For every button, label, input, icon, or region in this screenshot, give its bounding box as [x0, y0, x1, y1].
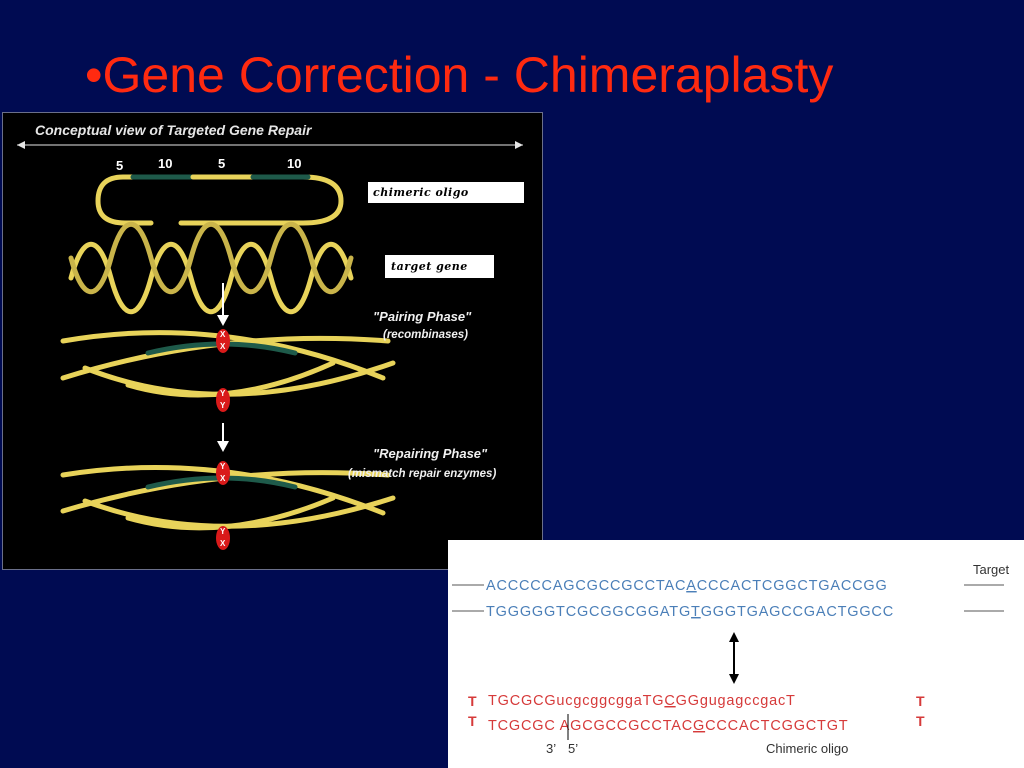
pairing-phase-sub: (recombinases) — [383, 329, 468, 341]
sequence-figure: Target ACCCCCAGCGCCGCCTACACCCACTCGGCTGAC… — [448, 540, 1024, 768]
segment-number-2: 10 — [158, 156, 172, 171]
oligo-top-strand: TGCGCGucgcggcggaTGCGGgugagccgacT — [488, 693, 796, 709]
pairing-phase-label: "Pairing Phase" — [373, 309, 472, 324]
marker-xx-1: X X — [216, 329, 230, 353]
hairpin-t-left-top: T — [468, 693, 477, 709]
svg-text:Y: Y — [220, 527, 226, 536]
slide-title: •Gene Correction - Chimeraplasty — [85, 47, 834, 103]
svg-text:X: X — [220, 474, 226, 483]
label-box-target — [385, 255, 494, 278]
svg-text:X: X — [220, 330, 226, 339]
marker-yx-2: Y X — [216, 461, 230, 485]
label-chimeric-oligo: chimeric oligo — [373, 186, 469, 199]
repairing-phase-label: "Repairing Phase" — [373, 446, 488, 461]
marker-yy-1: Y Y — [216, 388, 230, 412]
span-arrow — [17, 141, 523, 149]
arrow-down-1 — [217, 283, 229, 326]
figure-heading: Conceptual view of Targeted Gene Repair — [35, 122, 313, 138]
target-gene-helix — [68, 222, 354, 314]
target-bottom-strand: TGGGGGTCGCGGCGGATGTGGGTGAGCCGACTGGCC — [486, 604, 894, 620]
target-top-strand: ACCCCCAGCGCCGCCTACACCCACTCGGCTGACCGG — [486, 578, 888, 594]
hairpin-t-left-bottom: T — [468, 713, 477, 729]
label-box-oligo — [368, 182, 524, 203]
end-5-label: 5’ — [568, 741, 578, 756]
chimeric-oligo-shape — [95, 174, 344, 226]
hairpin-t-right-bottom: T — [916, 713, 925, 729]
double-arrow-icon — [729, 632, 739, 684]
arrow-down-2 — [217, 423, 229, 452]
end-3-label: 3’ — [546, 741, 556, 756]
svg-text:Y: Y — [220, 401, 226, 410]
svg-text:Y: Y — [220, 389, 226, 398]
sequence-diagram: Target ACCCCCAGCGCCGCCTACACCCACTCGGCTGAC… — [452, 562, 1010, 756]
svg-text:X: X — [220, 539, 226, 548]
svg-text:Y: Y — [220, 462, 226, 471]
svg-text:X: X — [220, 342, 226, 351]
target-label: Target — [973, 562, 1010, 577]
hairpin-t-right-top: T — [916, 693, 925, 709]
repairing-phase-sub: (mismatch repair enzymes) — [348, 468, 496, 480]
marker-yx-3: Y X — [216, 526, 230, 550]
segment-number-1: 5 — [116, 158, 123, 173]
chimeric-oligo-label: Chimeric oligo — [766, 741, 848, 756]
segment-number-4: 10 — [287, 156, 301, 171]
gene-repair-diagram: Conceptual view of Targeted Gene Repair … — [17, 122, 524, 550]
gene-repair-figure: Conceptual view of Targeted Gene Repair … — [2, 112, 543, 570]
segment-number-3: 5 — [218, 156, 225, 171]
label-target-gene: target gene — [391, 260, 468, 273]
